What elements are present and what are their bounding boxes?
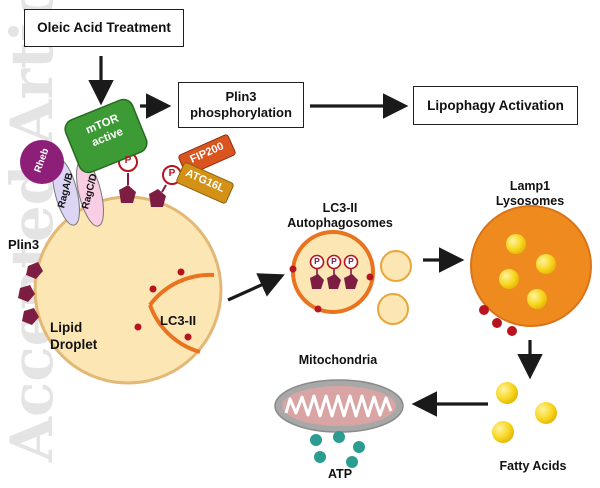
autophagosomes-label: LC3-II Autophagosomes xyxy=(287,201,393,230)
rheb-blob xyxy=(20,140,64,184)
phosphate-label-2: P xyxy=(168,168,176,179)
arrow-droplet-to-autophagosome xyxy=(227,273,285,302)
plin3-proteins xyxy=(18,185,166,325)
mtor-complex xyxy=(64,98,148,174)
lysosome xyxy=(470,205,592,336)
autophagosome xyxy=(289,230,375,314)
mitochondrion xyxy=(274,379,404,433)
lipid-droplet-label: Lipid Droplet xyxy=(50,320,98,352)
fatty-acid-balls xyxy=(492,382,557,443)
lysosomes-label: Lamp1 Lysosomes xyxy=(495,179,565,208)
atp-label: ATP xyxy=(327,467,353,481)
lc3-ii-label: LC3-II xyxy=(160,313,197,328)
small-vesicle-2 xyxy=(377,293,409,325)
autophagosome-p-3: P xyxy=(348,256,354,266)
autophagosome-p-2: P xyxy=(331,256,337,266)
lipophagy-activation-box: Lipophagy Activation xyxy=(413,86,578,125)
mitochondria-label: Mitochondria xyxy=(298,353,378,367)
plin3-phosphorylation-box: Plin3 phosphorylation xyxy=(178,82,304,128)
flow-arrows xyxy=(88,56,543,417)
oleic-acid-treatment-box: Oleic Acid Treatment xyxy=(24,9,184,47)
small-vesicle-1 xyxy=(380,250,412,282)
rag-complex xyxy=(20,140,104,227)
fatty-acids-label: Fatty Acids xyxy=(499,459,567,473)
plin3-label: Plin3 xyxy=(8,237,40,252)
lipid-droplet xyxy=(33,195,223,385)
lc3-ii-membrane xyxy=(148,272,215,307)
phosphate-label-1: P xyxy=(124,155,132,166)
autophagosome-p-1: P xyxy=(314,256,320,266)
atp-molecules xyxy=(310,431,365,468)
atg-complex xyxy=(176,134,236,204)
